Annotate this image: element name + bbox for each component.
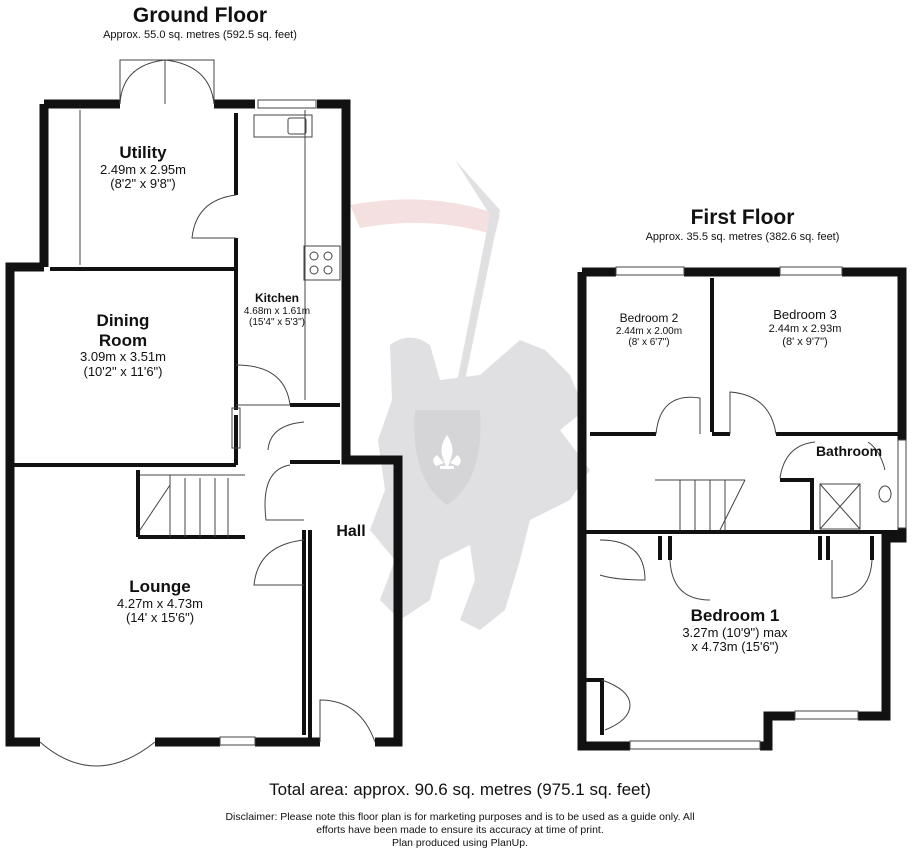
room-lounge-imperial: (14' x 15'6") xyxy=(125,610,195,626)
room-utility: Utility 2.49m x 2.95m (8'2" x 9'8") xyxy=(68,143,218,192)
room-bathroom: Bathroom xyxy=(806,443,892,459)
room-kitchen-metric: 4.68m x 1.61m xyxy=(243,305,311,317)
room-lounge-name: Lounge xyxy=(129,577,191,596)
disclaimer: Disclaimer: Please note this floor plan … xyxy=(0,811,920,850)
room-bedroom-1-name: Bedroom 1 xyxy=(690,606,780,625)
disclaimer-line-3: Plan produced using PlanUp. xyxy=(391,837,528,849)
knight-watermark xyxy=(350,160,590,630)
first-floor-title: First Floor xyxy=(690,206,795,229)
room-lounge: Lounge 4.27m x 4.73m (14' x 15'6") xyxy=(85,577,235,626)
room-lounge-metric: 4.27m x 4.73m xyxy=(117,595,203,611)
room-hall: Hall xyxy=(326,523,376,541)
first-floor-fixtures xyxy=(599,266,907,750)
first-floor-walls xyxy=(577,267,907,751)
room-bedroom-1-metric: 3.27m (10'9") max xyxy=(682,624,788,640)
room-utility-name: Utility xyxy=(119,143,167,162)
room-dining: Dining Room 3.09m x 3.51m (10'2" x 11'6"… xyxy=(48,311,198,380)
room-bedroom-1-imperial: x 4.73m (15'6") xyxy=(691,639,779,655)
ground-floor-inner-walls xyxy=(14,113,340,740)
first-floor-inner-walls xyxy=(586,278,898,735)
disclaimer-line-2: efforts have been made to ensure its acc… xyxy=(316,824,604,836)
room-bedroom-1: Bedroom 1 3.27m (10'9") max x 4.73m (15'… xyxy=(640,606,830,655)
room-utility-imperial: (8'2" x 9'8") xyxy=(110,176,176,192)
ground-floor-fixtures xyxy=(39,59,376,767)
room-bedroom-3: Bedroom 3 2.44m x 2.93m (8' x 9'7") xyxy=(745,307,865,348)
room-bedroom-2-name: Bedroom 2 xyxy=(619,311,679,325)
room-bedroom-2: Bedroom 2 2.44m x 2.00m (8' x 6'7") xyxy=(598,311,700,349)
room-hall-name: Hall xyxy=(336,523,366,540)
room-utility-metric: 2.49m x 2.95m xyxy=(100,161,186,177)
ground-floor-title: Ground Floor xyxy=(132,4,268,27)
room-bedroom-2-imperial: (8' x 6'7") xyxy=(628,337,670,349)
ground-floor-heading: Ground Floor Approx. 55.0 sq. metres (59… xyxy=(60,4,340,41)
room-dining-name-2: Room xyxy=(98,330,148,350)
room-kitchen-name: Kitchen xyxy=(254,291,299,305)
first-floor-heading: First Floor Approx. 35.5 sq. metres (382… xyxy=(600,206,885,243)
room-kitchen-imperial: (15'4" x 5'3") xyxy=(249,317,305,329)
room-dining-name: Dining xyxy=(96,311,150,330)
total-area: Total area: approx. 90.6 sq. metres (975… xyxy=(269,780,651,799)
room-bathroom-name: Bathroom xyxy=(815,443,883,459)
room-dining-imperial: (10'2" x 11'6") xyxy=(83,364,163,380)
room-dining-metric: 3.09m x 3.51m xyxy=(80,349,166,365)
ground-floor-walls xyxy=(5,99,403,747)
room-bedroom-3-imperial: (8' x 9'7") xyxy=(782,335,828,348)
disclaimer-line-1: Disclaimer: Please note this floor plan … xyxy=(225,811,695,823)
fleur-de-lis-icon xyxy=(433,435,461,470)
room-kitchen: Kitchen 4.68m x 1.61m (15'4" x 5'3") xyxy=(232,291,322,329)
room-bedroom-3-metric: 2.44m x 2.93m xyxy=(768,322,842,335)
room-bedroom-3-name: Bedroom 3 xyxy=(773,307,837,322)
first-floor-area: Approx. 35.5 sq. metres (382.6 sq. feet) xyxy=(645,231,840,243)
room-bedroom-2-metric: 2.44m x 2.00m xyxy=(615,325,683,337)
ground-floor-area: Approx. 55.0 sq. metres (592.5 sq. feet) xyxy=(103,29,297,41)
